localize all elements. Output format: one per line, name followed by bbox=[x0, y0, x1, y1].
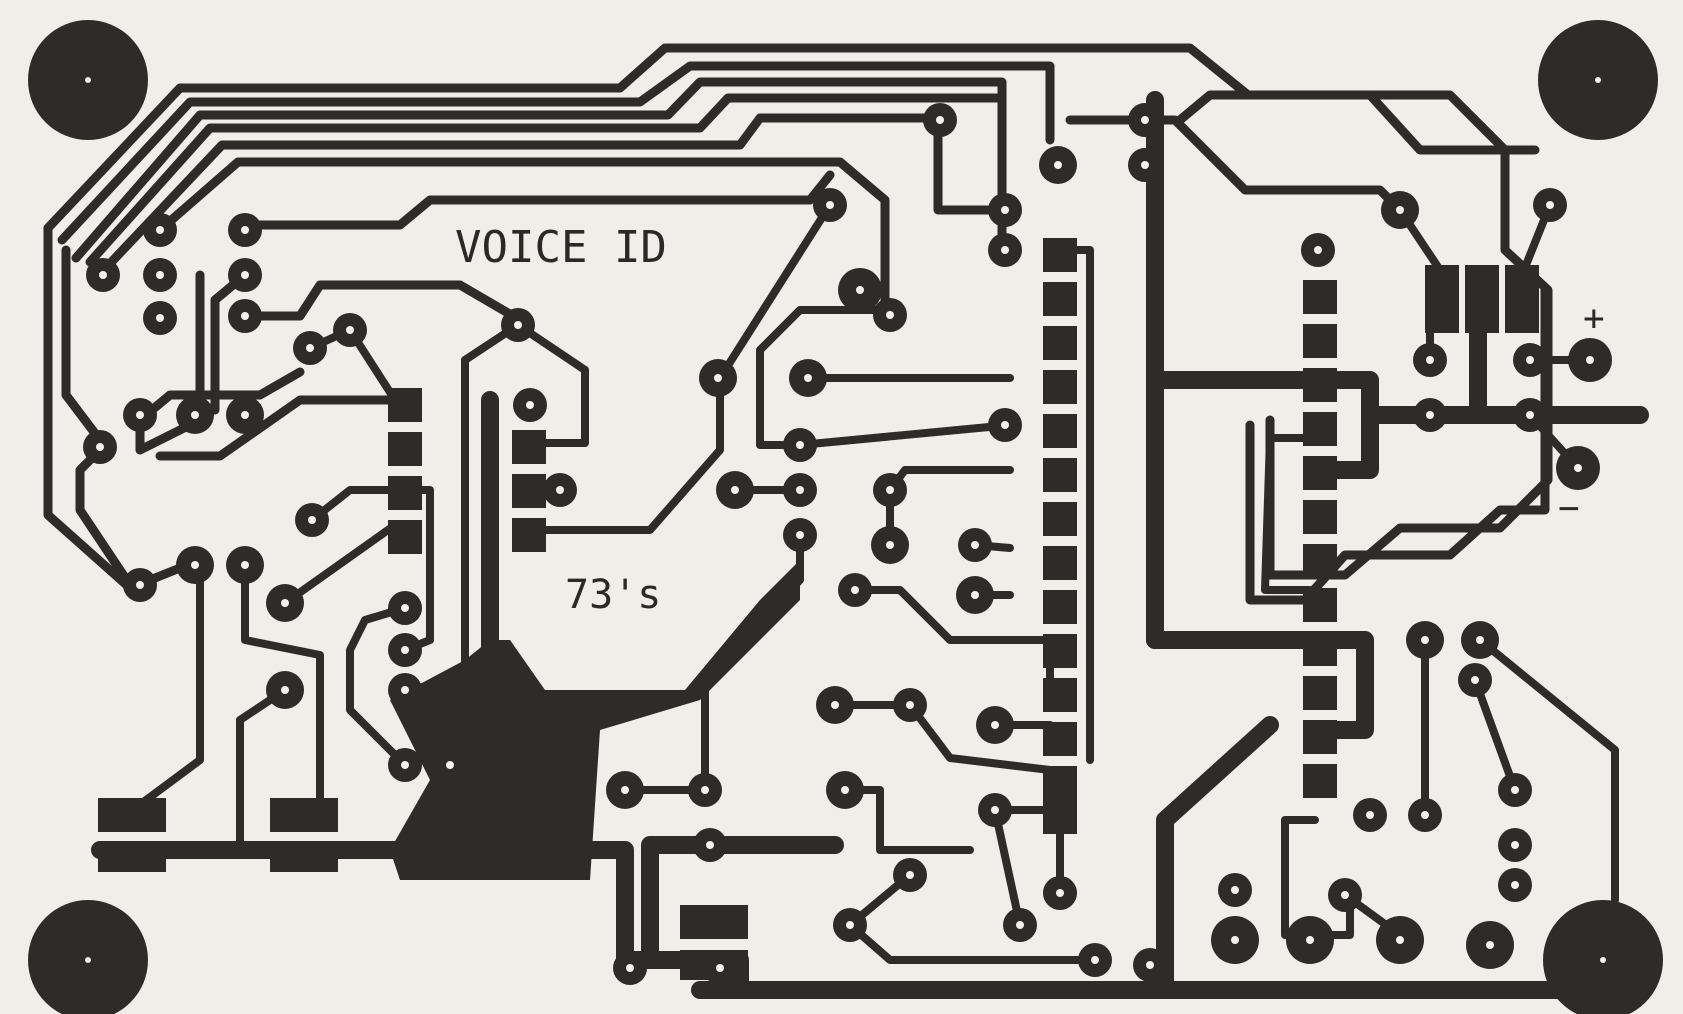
ic-pad bbox=[1043, 634, 1077, 668]
minus-terminal-label: − bbox=[1558, 488, 1580, 529]
regulator-pads bbox=[1425, 265, 1539, 333]
ic-pad bbox=[1303, 632, 1337, 666]
ic-pad bbox=[1043, 326, 1077, 360]
connector-pad bbox=[270, 842, 338, 872]
ic-pad bbox=[1043, 722, 1077, 756]
trace bbox=[43, 223, 205, 593]
ic-pad bbox=[1303, 456, 1337, 490]
connector-pad bbox=[98, 842, 166, 872]
trace bbox=[1261, 434, 1319, 594]
ic-pad bbox=[1303, 324, 1337, 358]
reg-pad bbox=[1505, 265, 1539, 333]
ic-pad bbox=[1303, 720, 1337, 754]
ic-pad bbox=[1043, 282, 1077, 316]
trace bbox=[1471, 676, 1519, 794]
ic-pad bbox=[1303, 544, 1337, 578]
ic-pad bbox=[1043, 502, 1077, 536]
trace bbox=[524, 201, 834, 534]
trace bbox=[155, 157, 890, 305]
trace bbox=[1281, 816, 1319, 939]
ic-pad bbox=[388, 520, 422, 554]
ic-pad bbox=[388, 432, 422, 466]
ic-pad bbox=[1043, 590, 1077, 624]
trace bbox=[135, 270, 205, 455]
trace bbox=[155, 395, 395, 461]
ic-pad bbox=[388, 388, 422, 422]
ic-pad bbox=[512, 430, 546, 464]
connector-pad bbox=[98, 798, 166, 832]
trace bbox=[1476, 636, 1619, 904]
ic-middle bbox=[512, 430, 546, 552]
signoff-label: 73's bbox=[565, 572, 661, 618]
trace bbox=[1245, 285, 1550, 605]
ic-pad bbox=[1303, 764, 1337, 798]
ic-pad bbox=[1303, 412, 1337, 446]
trace bbox=[85, 93, 1007, 267]
ic-pad bbox=[1303, 676, 1337, 710]
ic-pad bbox=[1043, 546, 1077, 580]
ic-pad bbox=[1043, 238, 1077, 272]
ic-pad bbox=[1043, 766, 1077, 800]
power-bus bbox=[1146, 371, 1379, 479]
ic-left bbox=[388, 388, 422, 554]
trace bbox=[514, 321, 589, 447]
ic-pad bbox=[1303, 500, 1337, 534]
ic-pad bbox=[512, 518, 546, 552]
reg-pad bbox=[1425, 265, 1459, 333]
plus-terminal-label: + bbox=[1583, 298, 1605, 339]
ic-pad bbox=[1303, 280, 1337, 314]
trace bbox=[1175, 90, 1540, 155]
trace bbox=[846, 921, 1099, 964]
ic-main-right-row bbox=[1303, 280, 1337, 798]
ic-pad bbox=[1043, 370, 1077, 404]
ic-pad bbox=[1043, 678, 1077, 712]
ic-chips bbox=[98, 238, 1539, 980]
connector-pad bbox=[680, 905, 748, 939]
trace bbox=[991, 806, 1024, 929]
trace bbox=[346, 604, 409, 769]
trace bbox=[57, 61, 1055, 245]
board-title-label: VOICE ID bbox=[455, 222, 667, 273]
trace bbox=[756, 306, 894, 449]
trace bbox=[97, 113, 1020, 277]
drill-holes bbox=[85, 77, 1606, 972]
trace bbox=[241, 556, 324, 816]
trace bbox=[126, 556, 204, 816]
outer-traces bbox=[43, 43, 1553, 605]
ic-pad bbox=[388, 476, 422, 510]
trace bbox=[240, 170, 835, 230]
connector-pad bbox=[270, 798, 338, 832]
ic-pad bbox=[1303, 588, 1337, 622]
trace bbox=[61, 245, 105, 445]
connector-pads bbox=[98, 798, 748, 980]
ic-pad bbox=[1303, 368, 1337, 402]
trace bbox=[796, 421, 1014, 449]
ic-pad bbox=[1043, 414, 1077, 448]
reg-pad bbox=[1465, 265, 1499, 333]
ic-pad bbox=[1043, 458, 1077, 492]
ground-bus bbox=[641, 836, 844, 969]
ic-main-left-row bbox=[1043, 238, 1077, 834]
power-bus bbox=[1156, 716, 1279, 999]
trace bbox=[906, 701, 1054, 774]
ic-pad bbox=[512, 474, 546, 508]
trace bbox=[240, 280, 525, 325]
trace bbox=[281, 521, 399, 607]
ic-pad bbox=[1043, 800, 1077, 834]
ground-pour bbox=[390, 560, 800, 880]
